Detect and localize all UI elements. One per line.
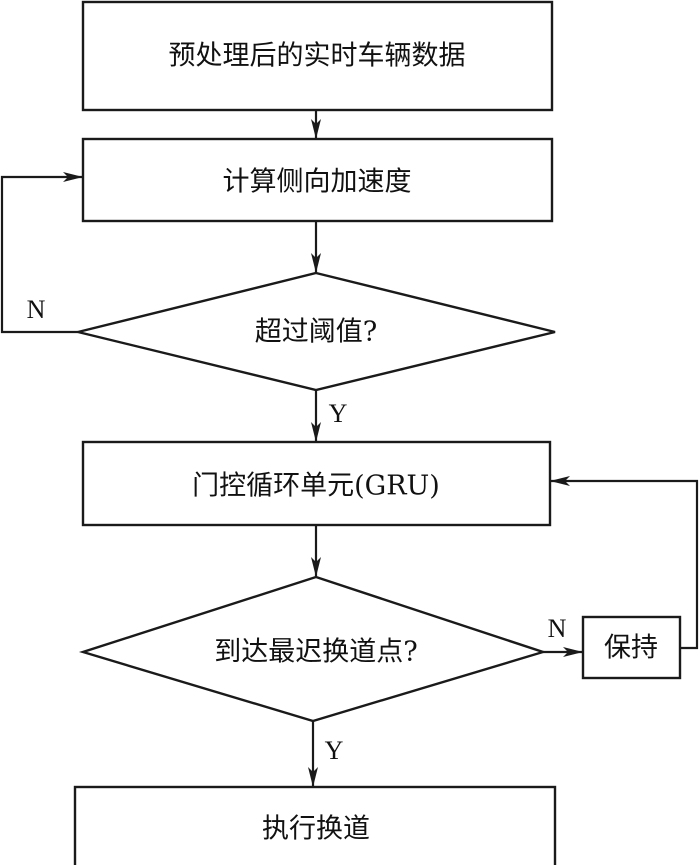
node-hold-label: 保持: [604, 633, 658, 664]
node-input: 预处理后的实时车辆数据: [81, 0, 554, 112]
node-threshold: 超过阈值?: [77, 271, 556, 392]
node-compute-box: [81, 137, 554, 223]
node-gru: 门控循环单元(GRU): [81, 440, 552, 527]
node-compute: 计算侧向加速度: [81, 137, 554, 223]
node-gru-label: 门控循环单元(GRU): [192, 471, 440, 502]
node-execute-box: [73, 785, 557, 865]
edge-hold-to-gru: [550, 476, 699, 650]
branch-label-latest-yes: Y: [325, 736, 344, 765]
edge-threshold-no-to-compute: [0, 172, 83, 334]
branch-label-threshold-no: N: [27, 295, 46, 324]
branch-label-latest-no: N: [548, 614, 567, 643]
node-execute: 执行换道: [73, 785, 557, 865]
node-latest-point-label: 到达最迟换道点?: [214, 637, 417, 668]
node-threshold-label: 超过阈值?: [255, 317, 377, 348]
node-input-box: [81, 0, 554, 112]
node-execute-label: 执行换道: [262, 814, 370, 845]
node-compute-label: 计算侧向加速度: [223, 167, 412, 198]
node-input-label: 预处理后的实时车辆数据: [169, 41, 466, 72]
node-latest-point: 到达最迟换道点?: [78, 575, 547, 723]
branch-label-threshold-yes: Y: [329, 399, 348, 428]
node-hold-box: [581, 615, 682, 680]
node-hold: 保持: [581, 615, 682, 680]
